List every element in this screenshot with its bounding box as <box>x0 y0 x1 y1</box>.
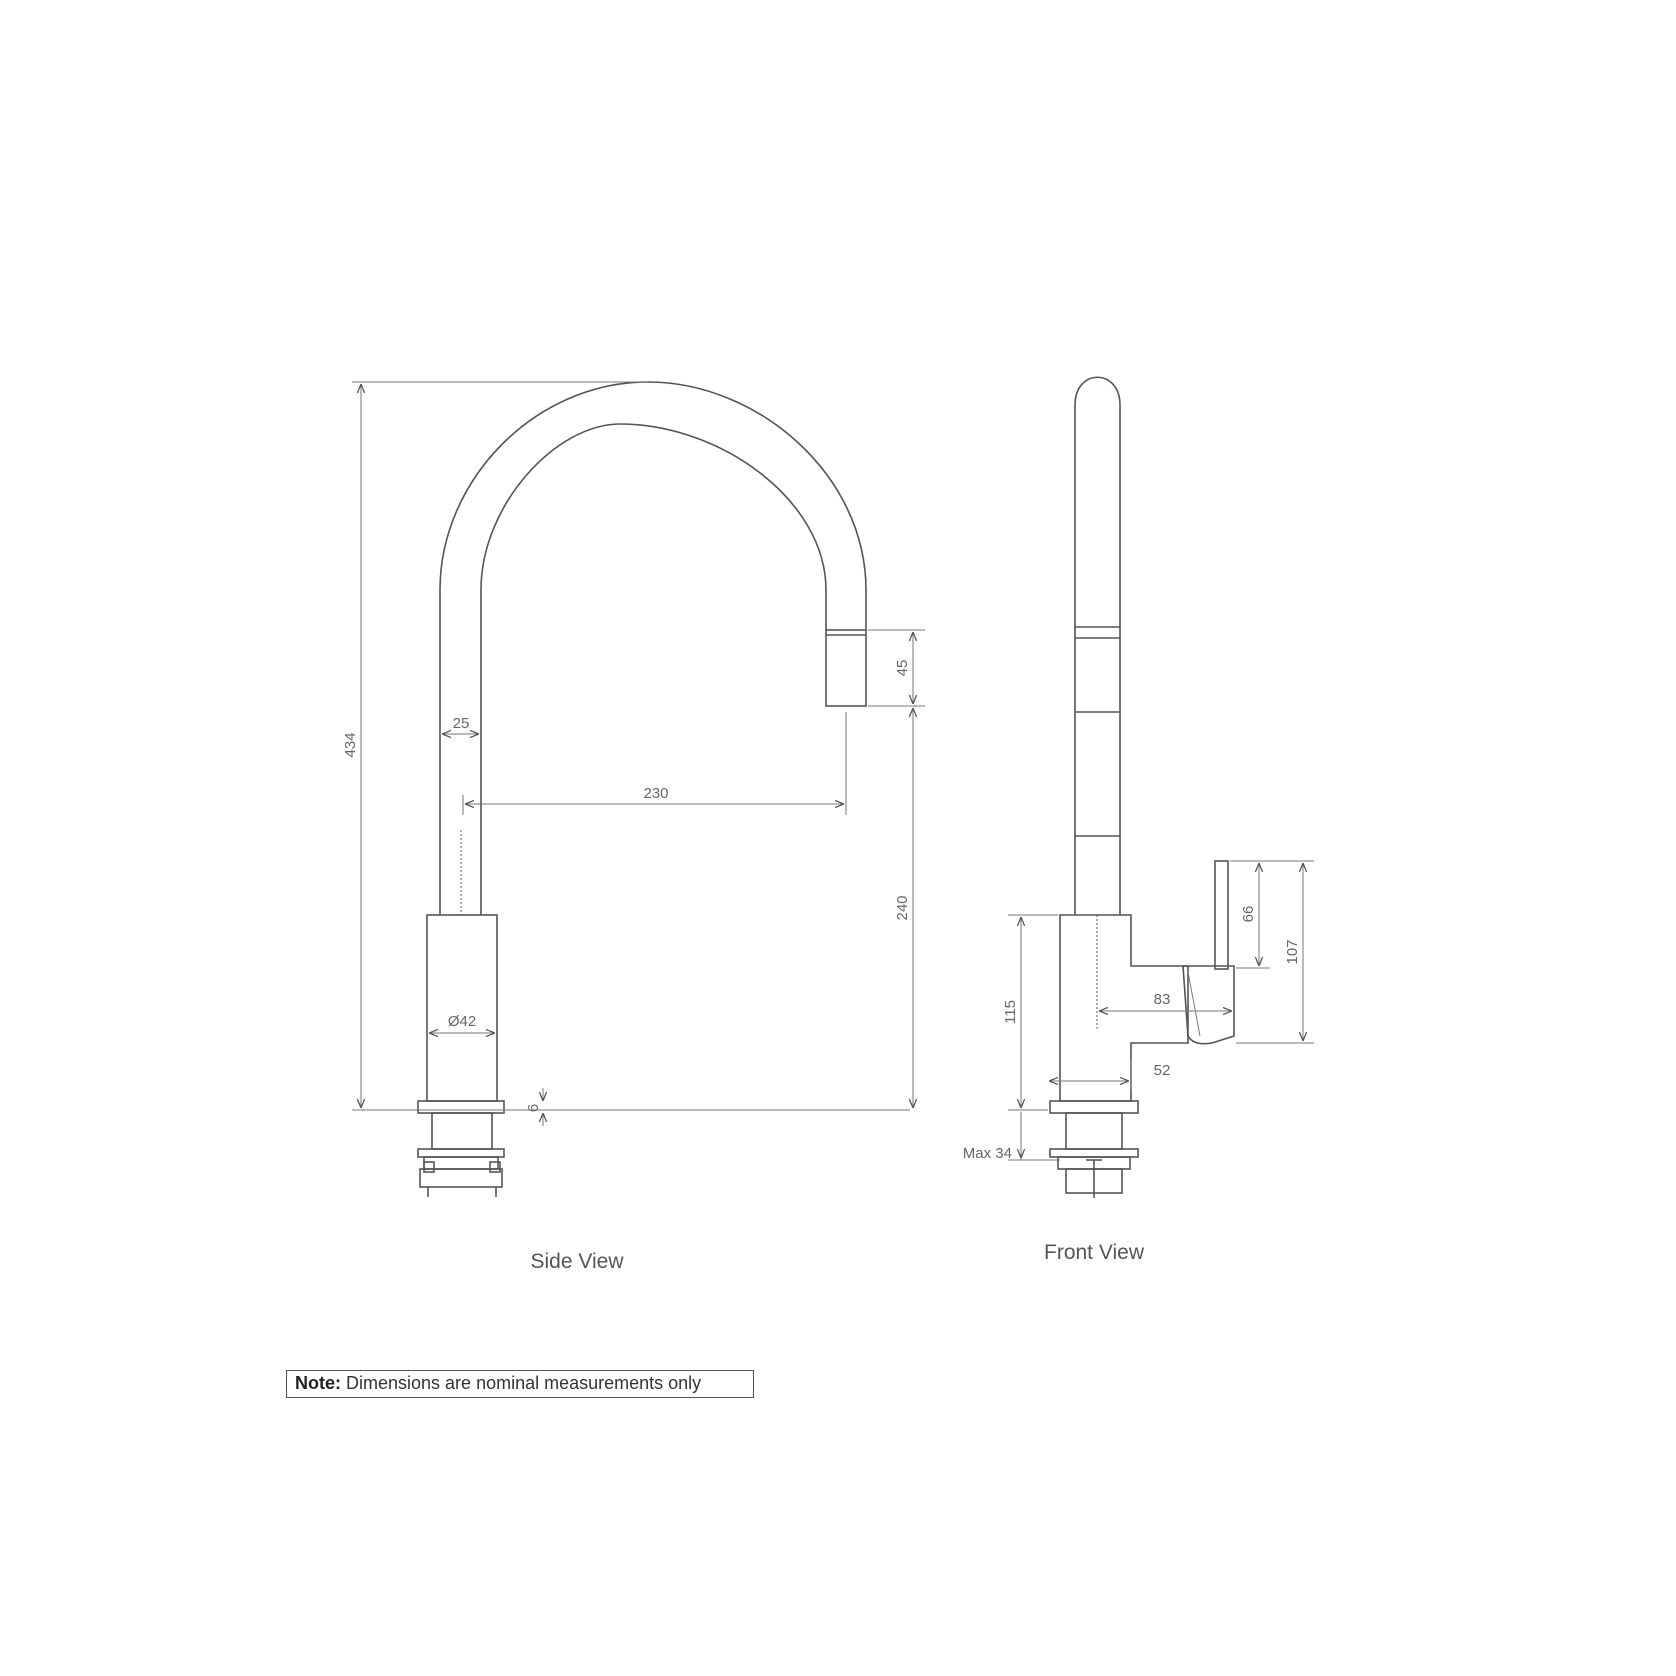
dim-label-body-height: 115 <box>1002 1000 1019 1024</box>
dim-label-reach: 230 <box>643 785 668 802</box>
note-box: Note: Dimensions are nominal measurement… <box>286 1370 754 1398</box>
base-plate <box>417 1100 505 1114</box>
dim-label-handle-reach: 83 <box>1154 991 1171 1008</box>
dim-label-lever-height: 66 <box>1240 906 1257 923</box>
spout-outer <box>439 381 867 915</box>
tap-body <box>426 914 498 1102</box>
side-view: 434 45 240 25 230 Ø42 6 Side View <box>342 381 925 1273</box>
mounting-bracket <box>419 1168 503 1188</box>
lever-handle <box>1214 860 1229 970</box>
dim-label-outlet: 45 <box>894 660 911 677</box>
note-label: Note: <box>295 1373 341 1393</box>
dim-label-body-diameter: Ø42 <box>448 1013 476 1030</box>
front-base-plate <box>1049 1100 1139 1114</box>
dim-label-body-width: 52 <box>1154 1062 1171 1079</box>
spout-inner <box>480 423 827 915</box>
dim-label-total-height: 434 <box>342 732 359 757</box>
front-view: 66 107 83 115 52 Max 34 Front View <box>963 376 1314 1264</box>
dim-label-base-plate: 6 <box>525 1104 542 1112</box>
dim-label-pipe-diameter: 25 <box>453 715 470 732</box>
note-text: Dimensions are nominal measurements only <box>346 1373 702 1393</box>
handle-block <box>1182 965 1235 1045</box>
front-view-title: Front View <box>1044 1241 1145 1264</box>
front-spout <box>1074 376 1121 915</box>
shank <box>431 1112 493 1150</box>
spout-outlet <box>825 629 867 707</box>
dim-label-outlet-height: 240 <box>894 895 911 920</box>
side-view-title: Side View <box>530 1250 624 1273</box>
front-shank <box>1065 1112 1123 1150</box>
dim-label-max-thickness: Max 34 <box>963 1145 1012 1162</box>
dim-label-handle-height: 107 <box>1284 939 1301 964</box>
